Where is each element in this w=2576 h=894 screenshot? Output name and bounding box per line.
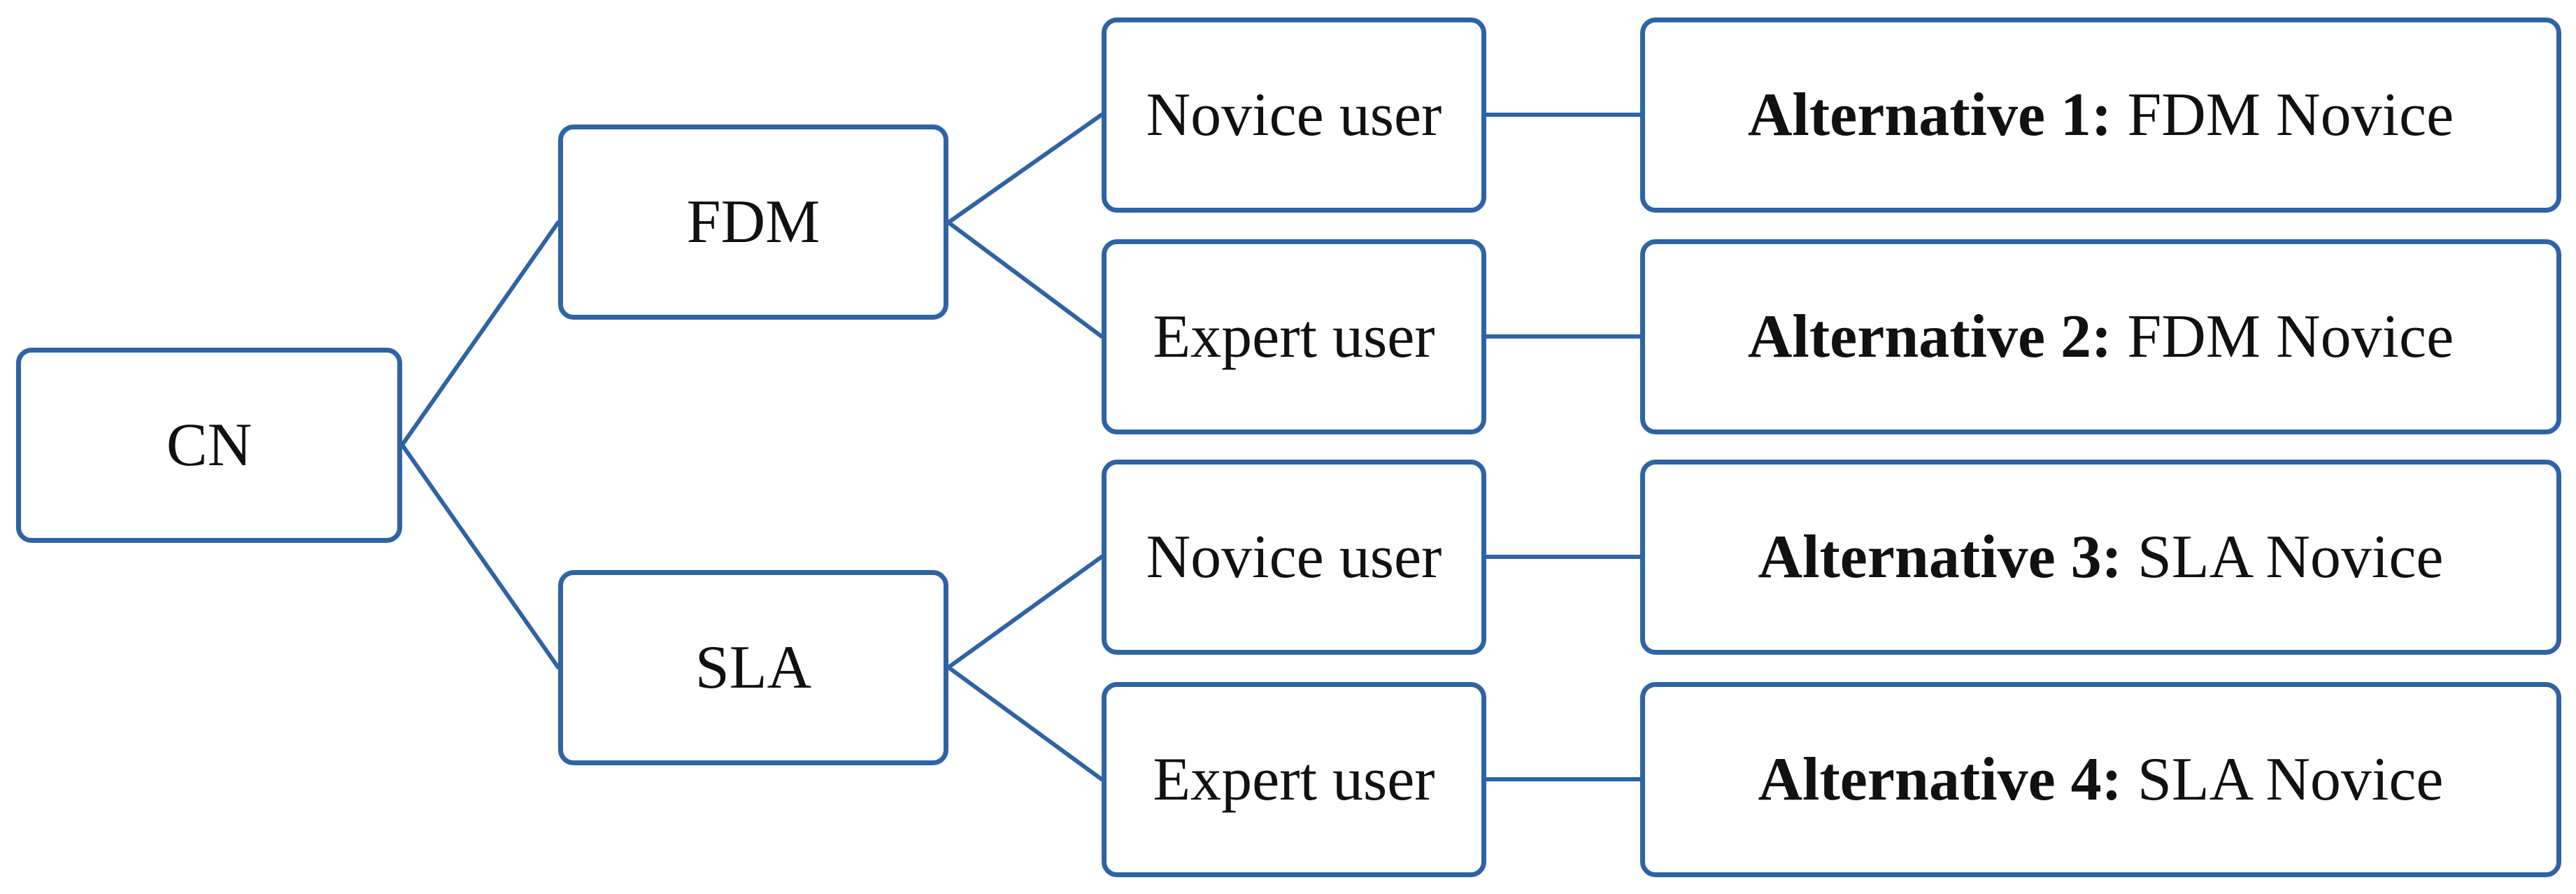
connector-fdm-novice [946, 113, 1104, 225]
user-node-sla-expert: Expert user [1102, 682, 1486, 877]
method-node-fdm: FDM [558, 125, 948, 320]
connector-cn-fdm [400, 220, 560, 447]
user-node-fdm-expert: Expert user [1102, 239, 1486, 434]
connector-cn-sla [400, 443, 560, 669]
user-node-sla-novice: Novice user [1102, 460, 1486, 655]
alternative-description: SLA Novice [2121, 523, 2444, 591]
alternative-node-3: Alternative 3: SLA Novice [1640, 460, 2561, 655]
root-node-cn: CN [16, 348, 402, 543]
alternative-description: FDM Novice [2112, 80, 2454, 149]
method-node-label: SLA [695, 633, 812, 702]
alternative-number: Alternative 3: [1758, 523, 2122, 591]
connector-sla-novice [946, 555, 1104, 669]
method-node-sla: SLA [558, 570, 948, 765]
user-node-label: Expert user [1153, 745, 1435, 814]
user-node-fdm-novice: Novice user [1102, 17, 1486, 213]
alternative-node-2: Alternative 2: FDM Novice [1640, 239, 2561, 434]
connector-sla-expert [946, 665, 1104, 781]
connector-fdm-expert [946, 220, 1104, 339]
user-node-label: Novice user [1146, 80, 1442, 149]
root-node-label: CN [166, 411, 252, 479]
alternative-text: Alternative 1: FDM Novice [1748, 84, 2454, 146]
method-node-label: FDM [686, 187, 820, 256]
alternative-text: Alternative 2: FDM Novice [1748, 306, 2454, 368]
user-node-label: Expert user [1153, 302, 1435, 371]
alternative-node-4: Alternative 4: SLA Novice [1640, 682, 2561, 877]
alternative-number: Alternative 2: [1747, 302, 2112, 371]
alternative-number: Alternative 4: [1758, 745, 2122, 814]
user-node-label: Novice user [1146, 523, 1442, 591]
alternative-description: SLA Novice [2121, 745, 2444, 814]
alternative-node-1: Alternative 1: FDM Novice [1640, 17, 2561, 213]
alternative-description: FDM Novice [2112, 302, 2454, 371]
alternative-text: Alternative 3: SLA Novice [1758, 526, 2444, 588]
alternative-number: Alternative 1: [1747, 80, 2112, 149]
alternative-text: Alternative 4: SLA Novice [1758, 745, 2444, 814]
